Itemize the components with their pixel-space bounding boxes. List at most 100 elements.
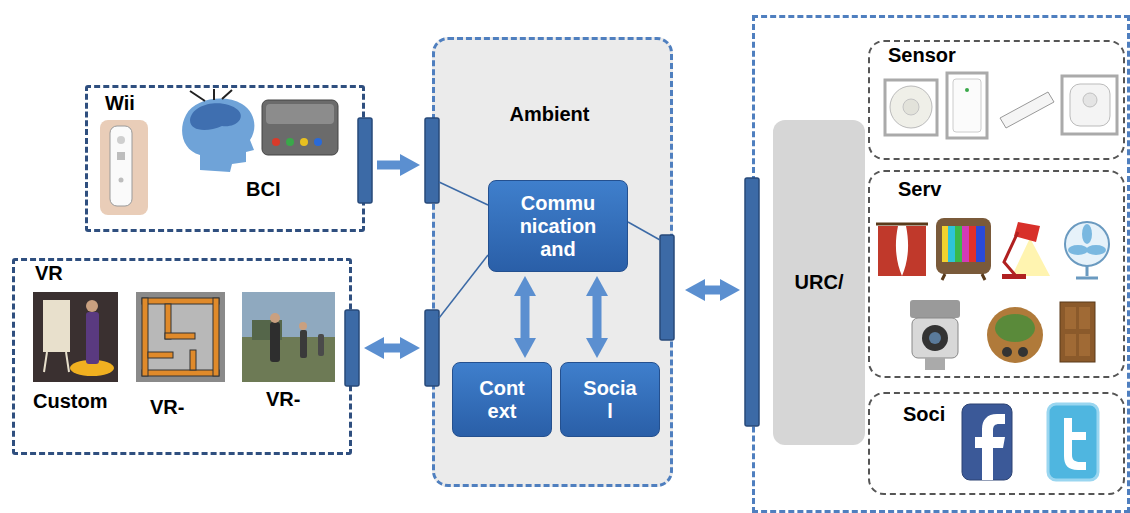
camera-icon bbox=[925, 358, 945, 370]
wii-remote-icon bbox=[110, 126, 132, 206]
vr-maze-image bbox=[165, 333, 195, 339]
robot-icon bbox=[987, 307, 1043, 363]
internal-link bbox=[439, 182, 488, 205]
motion-sensor-icon bbox=[1062, 76, 1117, 134]
tv-icon bbox=[936, 218, 991, 274]
node-label: VR- bbox=[150, 396, 184, 419]
vr-customization-image bbox=[86, 312, 99, 364]
vr-customization-image bbox=[33, 292, 118, 382]
bci-device-icon bbox=[300, 138, 308, 146]
vr-game-image bbox=[270, 313, 280, 323]
door-icon bbox=[1060, 302, 1095, 362]
label-holder: Serv bbox=[898, 178, 941, 201]
camera-icon bbox=[910, 300, 960, 318]
node-label: Wii bbox=[105, 92, 135, 115]
curtain-icon bbox=[902, 226, 926, 276]
vr-maze-image bbox=[213, 298, 219, 376]
lamp-icon bbox=[1014, 222, 1040, 242]
lamp-icon bbox=[1012, 238, 1050, 276]
door-icon bbox=[1079, 307, 1090, 329]
wii-remote-icon bbox=[117, 136, 125, 144]
tv-icon bbox=[942, 226, 948, 262]
lamp-icon bbox=[1004, 232, 1018, 276]
vr-game-image bbox=[318, 334, 324, 356]
node-label: Ambient bbox=[435, 103, 664, 126]
flow-arrow bbox=[705, 286, 720, 295]
bci-device-icon bbox=[314, 138, 322, 146]
facebook-icon bbox=[962, 404, 1012, 480]
slim-sensor-icon bbox=[1000, 92, 1054, 128]
label-holder: VR bbox=[35, 262, 63, 285]
process-box: Socia l bbox=[560, 362, 660, 437]
bci-head-icon bbox=[190, 103, 241, 130]
camera-icon bbox=[912, 318, 958, 358]
node-label: BCI bbox=[246, 178, 280, 201]
fan-icon bbox=[1082, 224, 1092, 244]
robot-icon bbox=[1018, 347, 1028, 357]
tv-icon bbox=[948, 226, 955, 262]
motion-sensor-icon bbox=[1083, 93, 1097, 107]
vr-maze-image bbox=[136, 292, 225, 382]
vr-game-image bbox=[252, 320, 282, 340]
smoke-detector-icon bbox=[885, 80, 937, 135]
door-icon bbox=[1065, 334, 1076, 356]
door-sensor-icon bbox=[947, 73, 987, 138]
facebook-icon bbox=[962, 404, 1012, 480]
node-label: VR bbox=[35, 262, 63, 285]
node-label: Socia l bbox=[581, 377, 639, 423]
bci-device-icon bbox=[262, 100, 338, 155]
wii-remote-icon bbox=[100, 120, 148, 215]
vr-customization-image bbox=[70, 360, 114, 376]
camera-icon bbox=[910, 300, 960, 370]
vr-customization-image bbox=[43, 300, 70, 352]
bci-head-icon bbox=[182, 89, 254, 172]
social-group: Soci bbox=[868, 392, 1125, 495]
vr-game-image bbox=[270, 322, 280, 362]
vr-maze-image bbox=[142, 298, 219, 376]
door-icon bbox=[1065, 307, 1076, 329]
vr-game-image bbox=[300, 330, 307, 358]
door-sensor-icon bbox=[965, 88, 969, 92]
vr-customization-image bbox=[33, 292, 118, 382]
tv-icon bbox=[976, 226, 985, 262]
twitter-icon bbox=[1048, 404, 1098, 480]
flow-arrow bbox=[384, 344, 400, 353]
bci-head-icon bbox=[182, 99, 254, 172]
port-bar bbox=[345, 118, 759, 426]
node-label: Custom bbox=[33, 390, 107, 413]
node-label: URC/ bbox=[779, 271, 859, 294]
ambient-intelligence-box: Commu nication andCont extSocia lAmbient bbox=[432, 37, 673, 487]
port-bar bbox=[345, 310, 359, 386]
fan-icon bbox=[1076, 266, 1098, 278]
wii-remote-icon bbox=[117, 152, 125, 160]
label-holder: VR- bbox=[150, 396, 184, 419]
label-holder: VR- bbox=[266, 388, 300, 411]
port-bar bbox=[425, 310, 439, 386]
label-holder: Wii bbox=[105, 92, 135, 115]
port-bar bbox=[660, 235, 674, 340]
wii-remote-icon bbox=[119, 178, 124, 183]
vr-maze-image bbox=[142, 298, 219, 376]
vr-group: VR Custom VR- VR- bbox=[12, 258, 352, 455]
vr-game-image bbox=[299, 322, 307, 330]
vr-maze-image bbox=[142, 298, 148, 376]
bci-device-icon bbox=[272, 138, 280, 146]
tv-icon bbox=[955, 226, 962, 262]
tv-icon bbox=[936, 218, 991, 280]
label-holder: Custom bbox=[33, 390, 107, 413]
port-bar bbox=[358, 118, 372, 203]
robot-icon bbox=[1002, 347, 1012, 357]
node-label: Soci bbox=[903, 403, 945, 426]
door-sensor-icon bbox=[953, 79, 981, 132]
port-bar bbox=[425, 118, 439, 203]
vr-maze-image bbox=[190, 350, 196, 370]
tv-icon bbox=[969, 226, 976, 262]
smoke-detector-icon bbox=[890, 86, 932, 128]
vr-game-image bbox=[242, 337, 335, 382]
bci-head-icon bbox=[190, 89, 232, 101]
vr-maze-image bbox=[142, 370, 219, 376]
port-bar bbox=[745, 178, 759, 426]
process-box: Commu nication and bbox=[488, 180, 628, 272]
label-holder: Sensor bbox=[888, 44, 956, 67]
